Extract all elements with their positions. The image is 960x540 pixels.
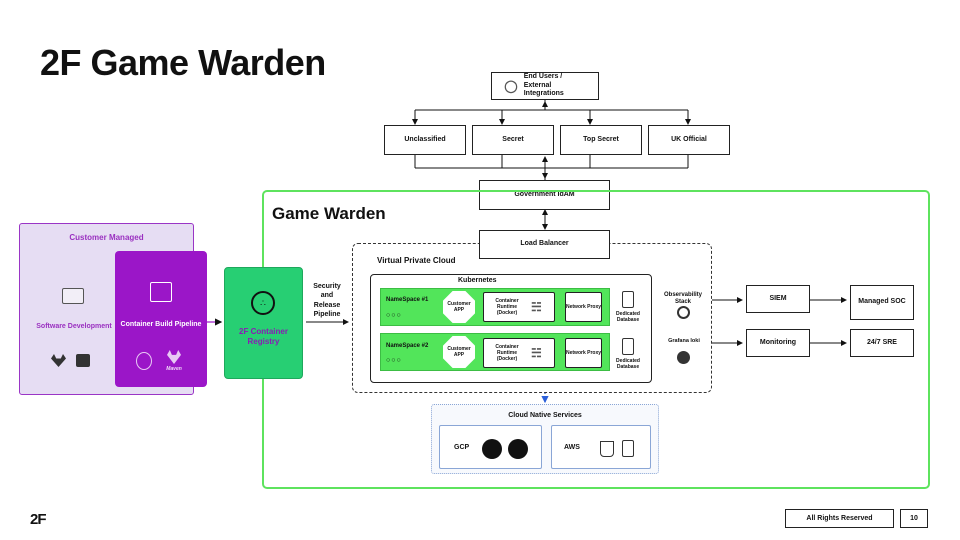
end-users-box: ◯ End Users / External Integrations [491,72,599,100]
kubernetes-title: Kubernetes [458,277,497,284]
database-2-icon [622,338,634,355]
namespace-2-dots: ○○○ [386,357,402,364]
vpc-title: Virtual Private Cloud [377,256,456,265]
runtime-1-label: Container Runtime (Docker) [495,298,519,316]
aws-box: AWS [551,425,651,469]
observability-label: Observability Stack [663,292,702,306]
page-title: 2F Game Warden [40,42,326,83]
aws-label: AWS [564,444,580,451]
gcp-label: GCP [454,444,470,451]
monitoring-box: Monitoring [746,329,810,357]
namespace-1-dots: ○○○ [386,312,402,319]
container-build-panel [115,251,207,387]
siem-box: SIEM [746,285,810,313]
bitbucket-icon [76,354,90,367]
classification-secret: Secret [472,125,554,155]
namespace-1-label: NameSpace #1 [386,297,429,303]
rights-reserved: All Rights Reserved [785,509,894,528]
customer-app-2: Customer APP [443,336,475,368]
docker-icon: ☵ [531,345,542,360]
runtime-2: Container Runtime (Docker) ☵ [483,338,555,368]
idam-box: Government IdAM [479,180,610,210]
cloud-native-title: Cloud Native Services [508,412,582,419]
jenkins-icon [136,352,152,370]
user-icon: ◯ [504,78,518,93]
network-proxy-2: Network Proxy [565,338,602,368]
game-warden-title: Game Warden [272,204,386,223]
dev-icon [62,288,84,304]
page-number: 10 [900,509,928,528]
cloud-sql-icon [508,439,528,459]
loki-label: Grafana loki [668,338,700,344]
namespace-2-label: NameSpace #2 [386,343,429,349]
brand-logo: 2F [30,511,46,528]
docker-icon: ☵ [531,299,542,314]
s3-bucket-icon [600,441,614,457]
customer-app-2-label: Customer APP [447,346,471,358]
registry-label: 2F Container Registry [239,327,288,347]
managed-soc-box: Managed SOC [850,285,914,320]
classification-unclassified: Unclassified [384,125,466,155]
grafana-icon [677,306,690,319]
runtime-1: Container Runtime (Docker) ☵ [483,292,555,322]
load-balancer-box: Load Balancer [479,230,610,259]
bigquery-icon [482,439,502,459]
database-1-icon [622,291,634,308]
network-proxy-1-label: Network Proxy [566,304,602,310]
sre-box: 24/7 SRE [850,329,914,357]
gcp-box: GCP [439,425,542,469]
network-proxy-1: Network Proxy [565,292,602,322]
maven-label: Maven [166,366,182,372]
pipeline-icon [150,282,172,302]
network-proxy-2-label: Network Proxy [566,350,602,356]
runtime-2-label: Container Runtime (Docker) [495,344,519,362]
software-dev-label: Software Development [36,323,112,330]
registry-icon: ∴ [251,291,275,315]
customer-app-1: Customer APP [443,291,475,323]
end-users-label: End Users / External Integrations [523,72,564,98]
container-registry-panel [224,267,303,379]
database-2-label: Dedicated Database [616,358,640,370]
database-1-label: Dedicated Database [616,311,640,323]
classification-uk-official: UK Official [648,125,730,155]
customer-managed-title: Customer Managed [69,233,144,242]
prometheus-icon [677,351,690,364]
rds-icon [622,440,634,457]
classification-top-secret: Top Secret [560,125,642,155]
pipeline-label: Security and Release Pipeline [313,283,341,319]
customer-app-1-label: Customer APP [447,301,471,313]
container-build-label: Container Build Pipeline [120,321,202,328]
